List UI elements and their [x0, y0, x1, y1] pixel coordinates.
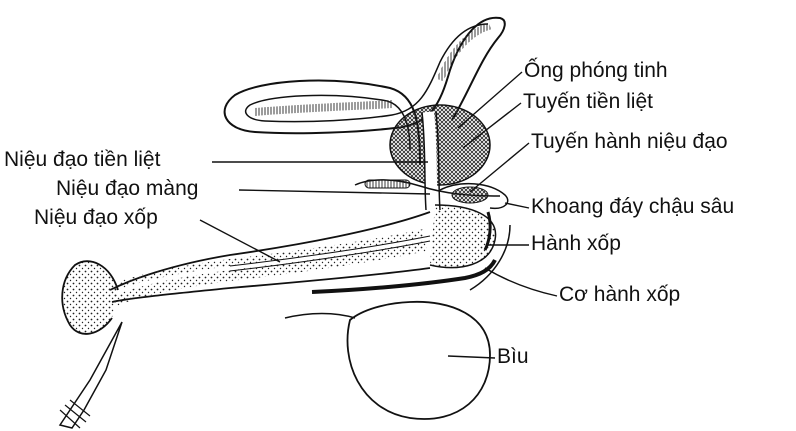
perineum-line	[285, 314, 355, 319]
label-ejaculatory-duct: Ống phóng tinh	[524, 60, 668, 81]
leader-spongy-urethra	[200, 220, 280, 262]
label-prostate: Tuyến tiền liệt	[523, 91, 653, 112]
scrotum-shape	[348, 302, 491, 419]
bulbourethral-gland-shape	[452, 187, 488, 203]
instrument-grip	[60, 400, 90, 428]
leader-scrotum	[448, 356, 495, 358]
duct-loop-fill	[440, 26, 490, 80]
bladder-loop-fill	[255, 104, 392, 112]
label-deep-perineal-pouch: Khoang đáy chậu sâu	[531, 196, 734, 217]
bulb-shape	[430, 205, 496, 268]
label-prostatic-urethra: Niệu đạo tiền liệt	[4, 149, 160, 170]
leader-membranous-urethra	[239, 190, 430, 194]
instrument	[60, 322, 122, 428]
label-membranous-urethra: Niệu đạo màng	[56, 178, 198, 199]
glans-shape	[62, 261, 118, 334]
leader-deep-pouch	[505, 203, 529, 208]
leader-bulbospongiosus	[485, 268, 557, 296]
sphincter-hatch	[365, 180, 410, 188]
label-bulb-of-penis: Hành xốp	[531, 233, 621, 254]
label-bulbospongiosus: Cơ hành xốp	[559, 284, 680, 305]
label-scrotum: Bìu	[497, 346, 529, 367]
label-bulbourethral-gland: Tuyến hành niệu đạo	[531, 131, 728, 152]
leader-ejaculatory-duct	[458, 72, 522, 128]
label-spongy-urethra: Niệu đạo xốp	[34, 207, 158, 228]
prostate-shape	[390, 105, 490, 185]
